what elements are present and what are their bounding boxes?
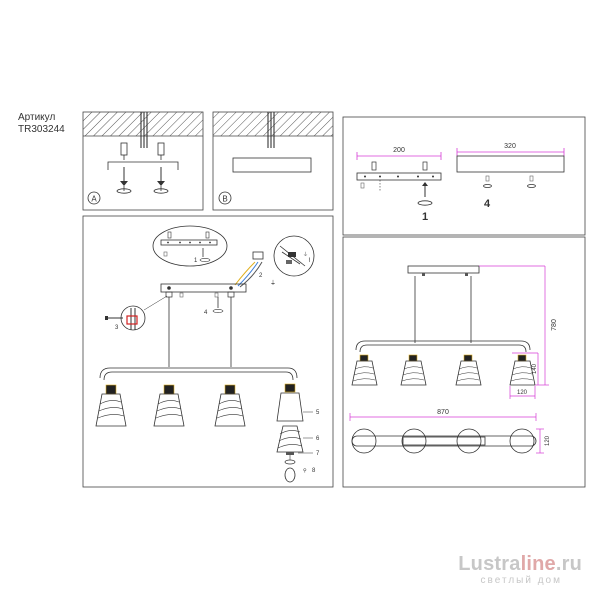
top-view-canopy	[402, 436, 486, 446]
panel-b: B	[212, 111, 334, 211]
panel-a: A	[82, 111, 204, 211]
step5-label: 5	[316, 410, 320, 416]
dim-shade-width: 120	[517, 390, 528, 396]
wire-grey	[239, 261, 263, 288]
article-label: Артикул	[18, 112, 56, 123]
step7-label: 7	[316, 451, 320, 457]
bulb-symbol-icon: ⚲	[303, 468, 307, 474]
screw-icon	[527, 175, 536, 188]
screw-icon	[417, 182, 433, 206]
dim-canopy-width: 200	[393, 147, 405, 154]
mounting-plate	[456, 155, 565, 173]
main-bar	[99, 367, 298, 379]
badge-a	[87, 191, 101, 205]
screw-detail-bubble	[120, 305, 146, 331]
screw-icon	[483, 175, 492, 188]
mounting-plate	[232, 157, 312, 173]
step4-label: 4	[204, 310, 208, 316]
dowel-icon	[157, 142, 165, 160]
canopy-bar	[356, 172, 442, 181]
wiring-detail-bubble	[273, 235, 315, 277]
highlight-box	[126, 315, 138, 325]
dim-height: 780	[551, 319, 558, 331]
badge-b-label: B	[222, 195, 227, 204]
wire-yellow	[234, 261, 256, 286]
dim-depth: 120	[545, 435, 551, 446]
step8-label: 8	[312, 468, 316, 474]
top-view-bar	[351, 435, 537, 447]
canopy	[407, 265, 480, 274]
bulb-icon	[284, 467, 296, 483]
lamp-shade	[214, 384, 246, 427]
article-block: Артикул TR303244	[18, 112, 65, 136]
top-view-shade	[401, 428, 427, 454]
wire-icon: ⌇	[308, 257, 311, 264]
detail-bubble	[152, 225, 228, 267]
step3-label: 3	[115, 325, 119, 331]
step1-label: 1	[194, 258, 198, 264]
dim-length: 870	[437, 409, 449, 416]
lamp-shade	[400, 354, 427, 386]
main-bar	[355, 340, 531, 351]
badge-b	[218, 191, 232, 205]
dowel-icon	[120, 142, 128, 160]
dowel-icon	[422, 161, 428, 171]
watermark-tagline: светлый дом	[480, 575, 562, 586]
ceiling-hatch	[213, 112, 333, 136]
lamp-shade	[455, 354, 482, 386]
article-code: TR303244	[18, 124, 65, 135]
step6-label: 6	[316, 436, 320, 442]
lamp-shade	[95, 384, 127, 427]
mounting-bar	[160, 283, 247, 293]
ceiling-hatch	[83, 112, 203, 136]
panel-dimensions: 780 140 120 870 1	[342, 236, 586, 488]
watermark-brand-part1: Lustra	[458, 553, 521, 575]
watermark-brand-part2: line	[520, 553, 556, 575]
dim-plate-width: 320	[504, 143, 516, 150]
step4-big-label: 4	[484, 198, 491, 210]
screw-icon	[153, 167, 169, 194]
step2-label: 2	[259, 273, 263, 279]
watermark-brand: Lustraline.ru	[400, 553, 582, 575]
watermark: Lustraline.ru светлый дом	[400, 553, 582, 587]
top-view-shade	[456, 428, 482, 454]
screw-icon	[116, 167, 132, 194]
watermark-brand-part3: .ru	[555, 553, 582, 575]
lamp-shade	[153, 384, 185, 427]
ground-icon: ⏚	[303, 251, 308, 258]
step1-big-label: 1	[422, 211, 428, 223]
wire-blue	[237, 261, 259, 287]
ground-symbol-icon: ⏚	[270, 280, 276, 287]
dim-shade-height: 140	[532, 363, 538, 374]
panel-steps: 200 1 320	[342, 116, 586, 236]
badge-a-label: A	[91, 195, 97, 204]
panel-assembly: 1 ⏚ ⌇ 2 ⏚ 4	[82, 215, 334, 488]
top-view-shade	[351, 428, 377, 454]
dowel-icon	[371, 161, 377, 171]
top-view-shade	[509, 428, 535, 454]
exploded-lamp	[276, 383, 304, 483]
terminal-block-icon	[252, 251, 264, 260]
lamp-shade	[351, 354, 378, 386]
